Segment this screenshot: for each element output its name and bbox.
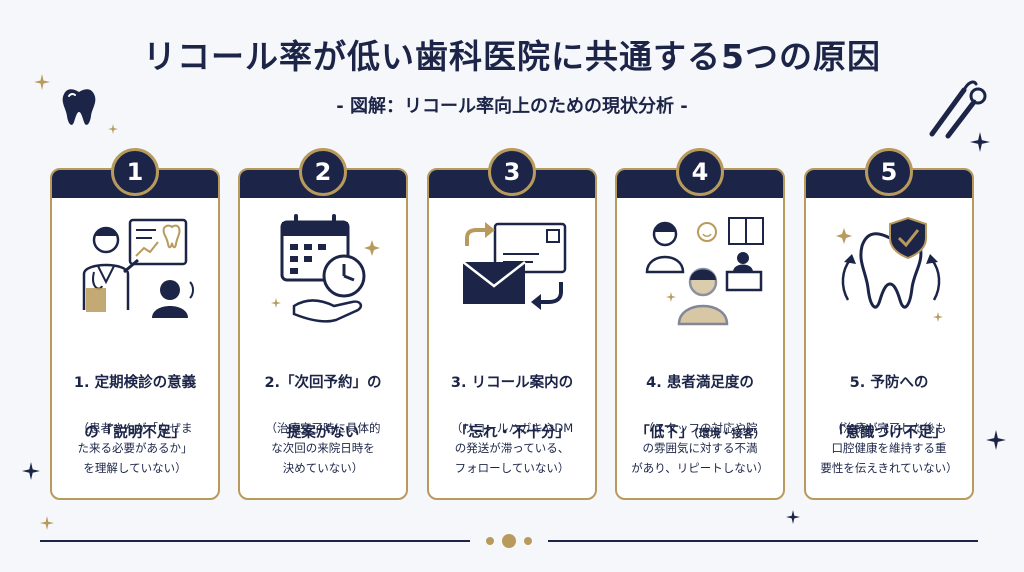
footer-dot (486, 537, 494, 545)
sparkle-icon (34, 74, 50, 90)
sparkle-icon (108, 124, 118, 134)
sparkle-icon (970, 132, 990, 152)
card-heading: 4. 患者満足度の 「低下」（環境・接客） (621, 346, 779, 471)
cause-card-4: 4 4. 患者満足度の 「低下」（環境・接客） （スタッフの対応や院 の雰囲気に… (615, 148, 785, 500)
card-heading: 5. 予防への 「意識づけ不足」 (810, 346, 968, 471)
heading-line: 4. 患者満足度の (646, 375, 754, 391)
cause-card-3: 3 3. リコール案内の 「忘れ・不十分」 （リコールハガキやDM の発送が滞っ… (427, 148, 597, 500)
staff-patient-icon (645, 217, 764, 326)
card-description: （治療完了時に具体的 な次回の来院日時を 決めていない） (265, 421, 381, 475)
dental-tools-icon (929, 80, 987, 139)
sparkle-icon (40, 516, 54, 530)
footer-dot (502, 534, 516, 548)
number-badge: 3 (488, 148, 536, 196)
heading-line: 「低下」（環境・接客） (621, 421, 779, 446)
number-badge: 2 (299, 148, 347, 196)
sparkle-icon (786, 510, 800, 524)
card-description: （リコールハガキやDM の発送が滞っている、 フォローしていない） (450, 421, 574, 475)
dentist-explaining-icon (82, 218, 194, 318)
card-heading: 2.「次回予約」の 提案がない (244, 346, 402, 471)
cause-cards: 1 1. 定期検診の意義 の「説明不足」 （患者さんが「なぜま た来る必要がある… (50, 148, 974, 506)
heading-line: 提案がない (286, 425, 360, 441)
page-subtitle: - 図解：リコール率向上のための現状分析 - (336, 96, 688, 117)
sparkle-icon (986, 430, 1006, 450)
heading-line: 1. 定期検診の意義 (73, 375, 197, 391)
mail-postcard-icon (462, 222, 567, 310)
tooth-shield-icon (836, 216, 943, 322)
card-description: （患者さんが「なぜま た来る必要があるか」 を理解していない） (77, 421, 193, 475)
heading-line: の「説明不足」 (84, 425, 186, 441)
calendar-clock-icon (271, 214, 380, 323)
number-badge: 1 (111, 148, 159, 196)
footer-divider-left (40, 540, 470, 542)
heading-line: 2.「次回予約」の (264, 375, 382, 391)
heading-line: 5. 予防への (849, 375, 929, 391)
heading-line: 「意識づけ不足」 (831, 425, 947, 441)
footer-dot (524, 537, 532, 545)
page-title: リコール率が低い歯科医院に共通する5つの原因 (143, 37, 881, 76)
heading-line: 3. リコール案内の (450, 375, 574, 391)
card-description: （スタッフの対応や院 の雰囲気に対する不満 があり、リピートしない） (631, 421, 769, 475)
cause-card-5: 5 5. 予防への 「意識づけ不足」 （治療が完了した後も 口腔健康を維持する重… (804, 148, 974, 500)
number-badge: 4 (676, 148, 724, 196)
heading-note: （環境・接客） (693, 427, 765, 440)
footer-divider-right (548, 540, 978, 542)
heading-emphasis: 「低下」 (635, 425, 694, 441)
heading-line: 「忘れ・不十分」 (454, 425, 570, 441)
tooth-icon (62, 89, 96, 125)
card-heading: 1. 定期検診の意義 の「説明不足」 (56, 346, 214, 471)
cause-card-1: 1 1. 定期検診の意義 の「説明不足」 （患者さんが「なぜま た来る必要がある… (50, 148, 220, 500)
card-heading: 3. リコール案内の 「忘れ・不十分」 (433, 346, 591, 471)
card-description: （治療が完了した後も 口腔健康を維持する重 要性を伝えきれていない） (820, 421, 958, 475)
sparkle-icon (22, 462, 40, 480)
number-badge: 5 (865, 148, 913, 196)
cause-card-2: 2 2.「次回予約」の 提案がない （治療完了時に具体的 な次回の来院日時を 決… (238, 148, 408, 500)
